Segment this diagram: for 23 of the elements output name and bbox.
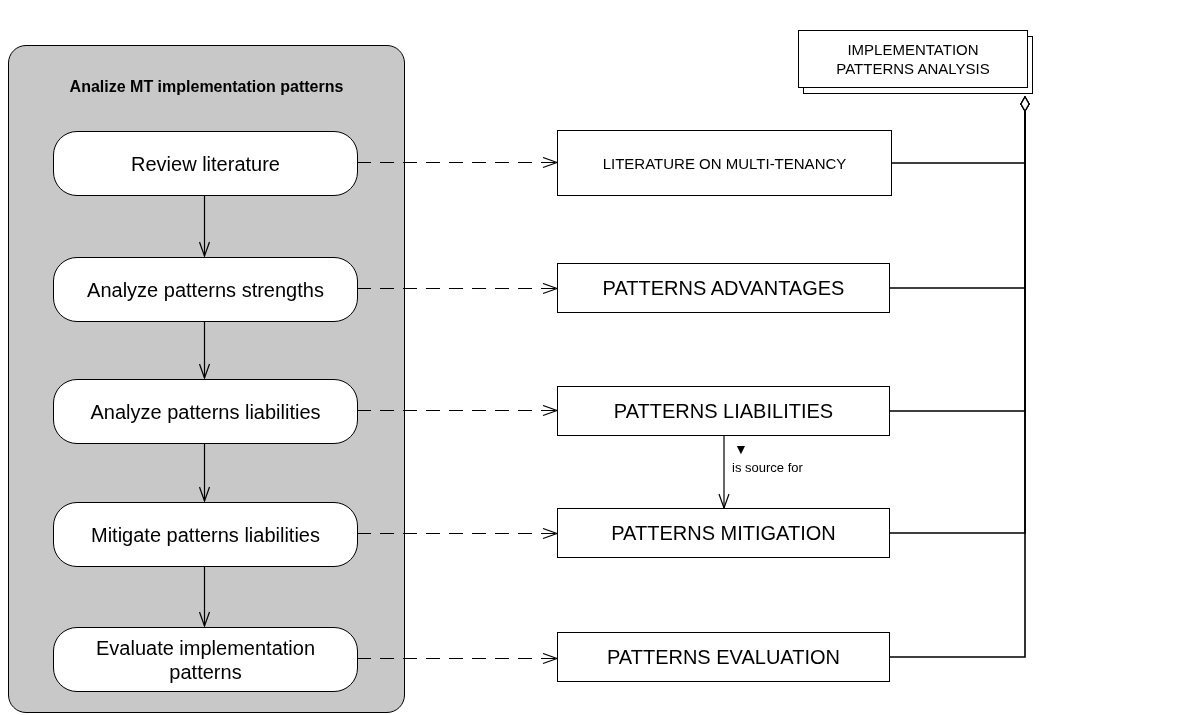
action-node: Analyze patterns strengths bbox=[53, 257, 358, 322]
arrow bbox=[198, 442, 211, 502]
arrow bbox=[198, 194, 211, 257]
artifact-box: PATTERNS LIABILITIES bbox=[557, 386, 890, 436]
action-node: Mitigate patterns liabilities bbox=[53, 502, 358, 567]
artifact-box: PATTERNS EVALUATION bbox=[557, 632, 890, 682]
artifact-box: LITERATURE ON MULTI-TENANCY bbox=[557, 130, 892, 196]
dashed-arrow bbox=[356, 404, 558, 417]
arrow bbox=[198, 565, 211, 627]
dashed-arrow bbox=[356, 282, 558, 295]
dashed-arrow bbox=[356, 652, 558, 665]
dashed-arrow bbox=[356, 527, 558, 540]
aggregation-line bbox=[889, 96, 1030, 658]
arrow bbox=[198, 320, 211, 379]
edge-label: is source for bbox=[732, 460, 803, 475]
arrow bbox=[718, 435, 730, 509]
activity-group: Analize MT implementation patterns Review literature Analyze patterns strengths Analyze patterns liabilities Mitigate patterns liabilities Evaluate implementation patterns bbox=[8, 45, 405, 713]
action-node: Evaluate implementation patterns bbox=[53, 627, 358, 692]
action-node: Review literature bbox=[53, 131, 358, 196]
dashed-arrow bbox=[356, 156, 558, 169]
artifact-box: PATTERNS MITIGATION bbox=[557, 508, 890, 558]
action-node: Analyze patterns liabilities bbox=[53, 379, 358, 444]
artifact-box: PATTERNS ADVANTAGES bbox=[557, 263, 890, 313]
